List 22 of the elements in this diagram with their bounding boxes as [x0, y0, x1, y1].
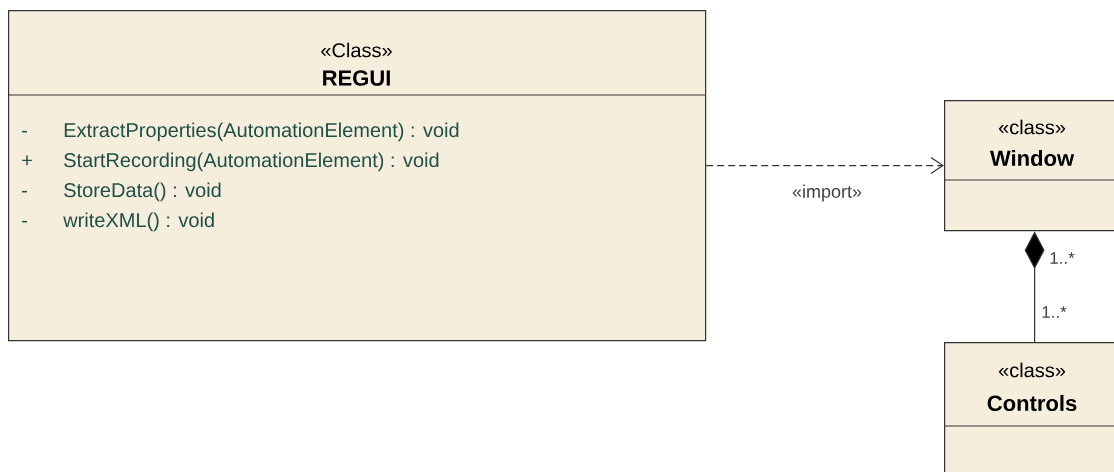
- composition-line: [1024, 231, 1045, 343]
- class-name: Window: [989, 149, 1075, 167]
- operation-text: StartRecording(AutomationElement) : void: [64, 152, 439, 172]
- visibility-mark: +: [22, 155, 32, 166]
- visibility-mark: -: [22, 220, 27, 223]
- multiplicity-label: 1..*: [1050, 252, 1075, 264]
- visibility-mark: -: [22, 130, 27, 133]
- class-box: [7, 10, 707, 342]
- class-name: REGUI: [323, 70, 390, 86]
- edge-label: «import»: [791, 183, 864, 203]
- class-name: Controls: [987, 394, 1077, 412]
- stereotype-label: «class»: [998, 362, 1066, 378]
- operation-text: writeXML() : void: [63, 212, 214, 232]
- dependency-arrow: [705, 157, 944, 175]
- multiplicity-label: 1..*: [1042, 306, 1067, 318]
- class-box: [943, 342, 1114, 472]
- operation-text: StoreData() : void: [64, 182, 221, 202]
- class-box: [943, 100, 1114, 232]
- visibility-mark: -: [22, 190, 27, 193]
- stereotype-label: «Class»: [321, 42, 392, 58]
- operation-text: ExtractProperties(AutomationElement) : void: [64, 122, 459, 142]
- stereotype-label: «class»: [998, 119, 1066, 135]
